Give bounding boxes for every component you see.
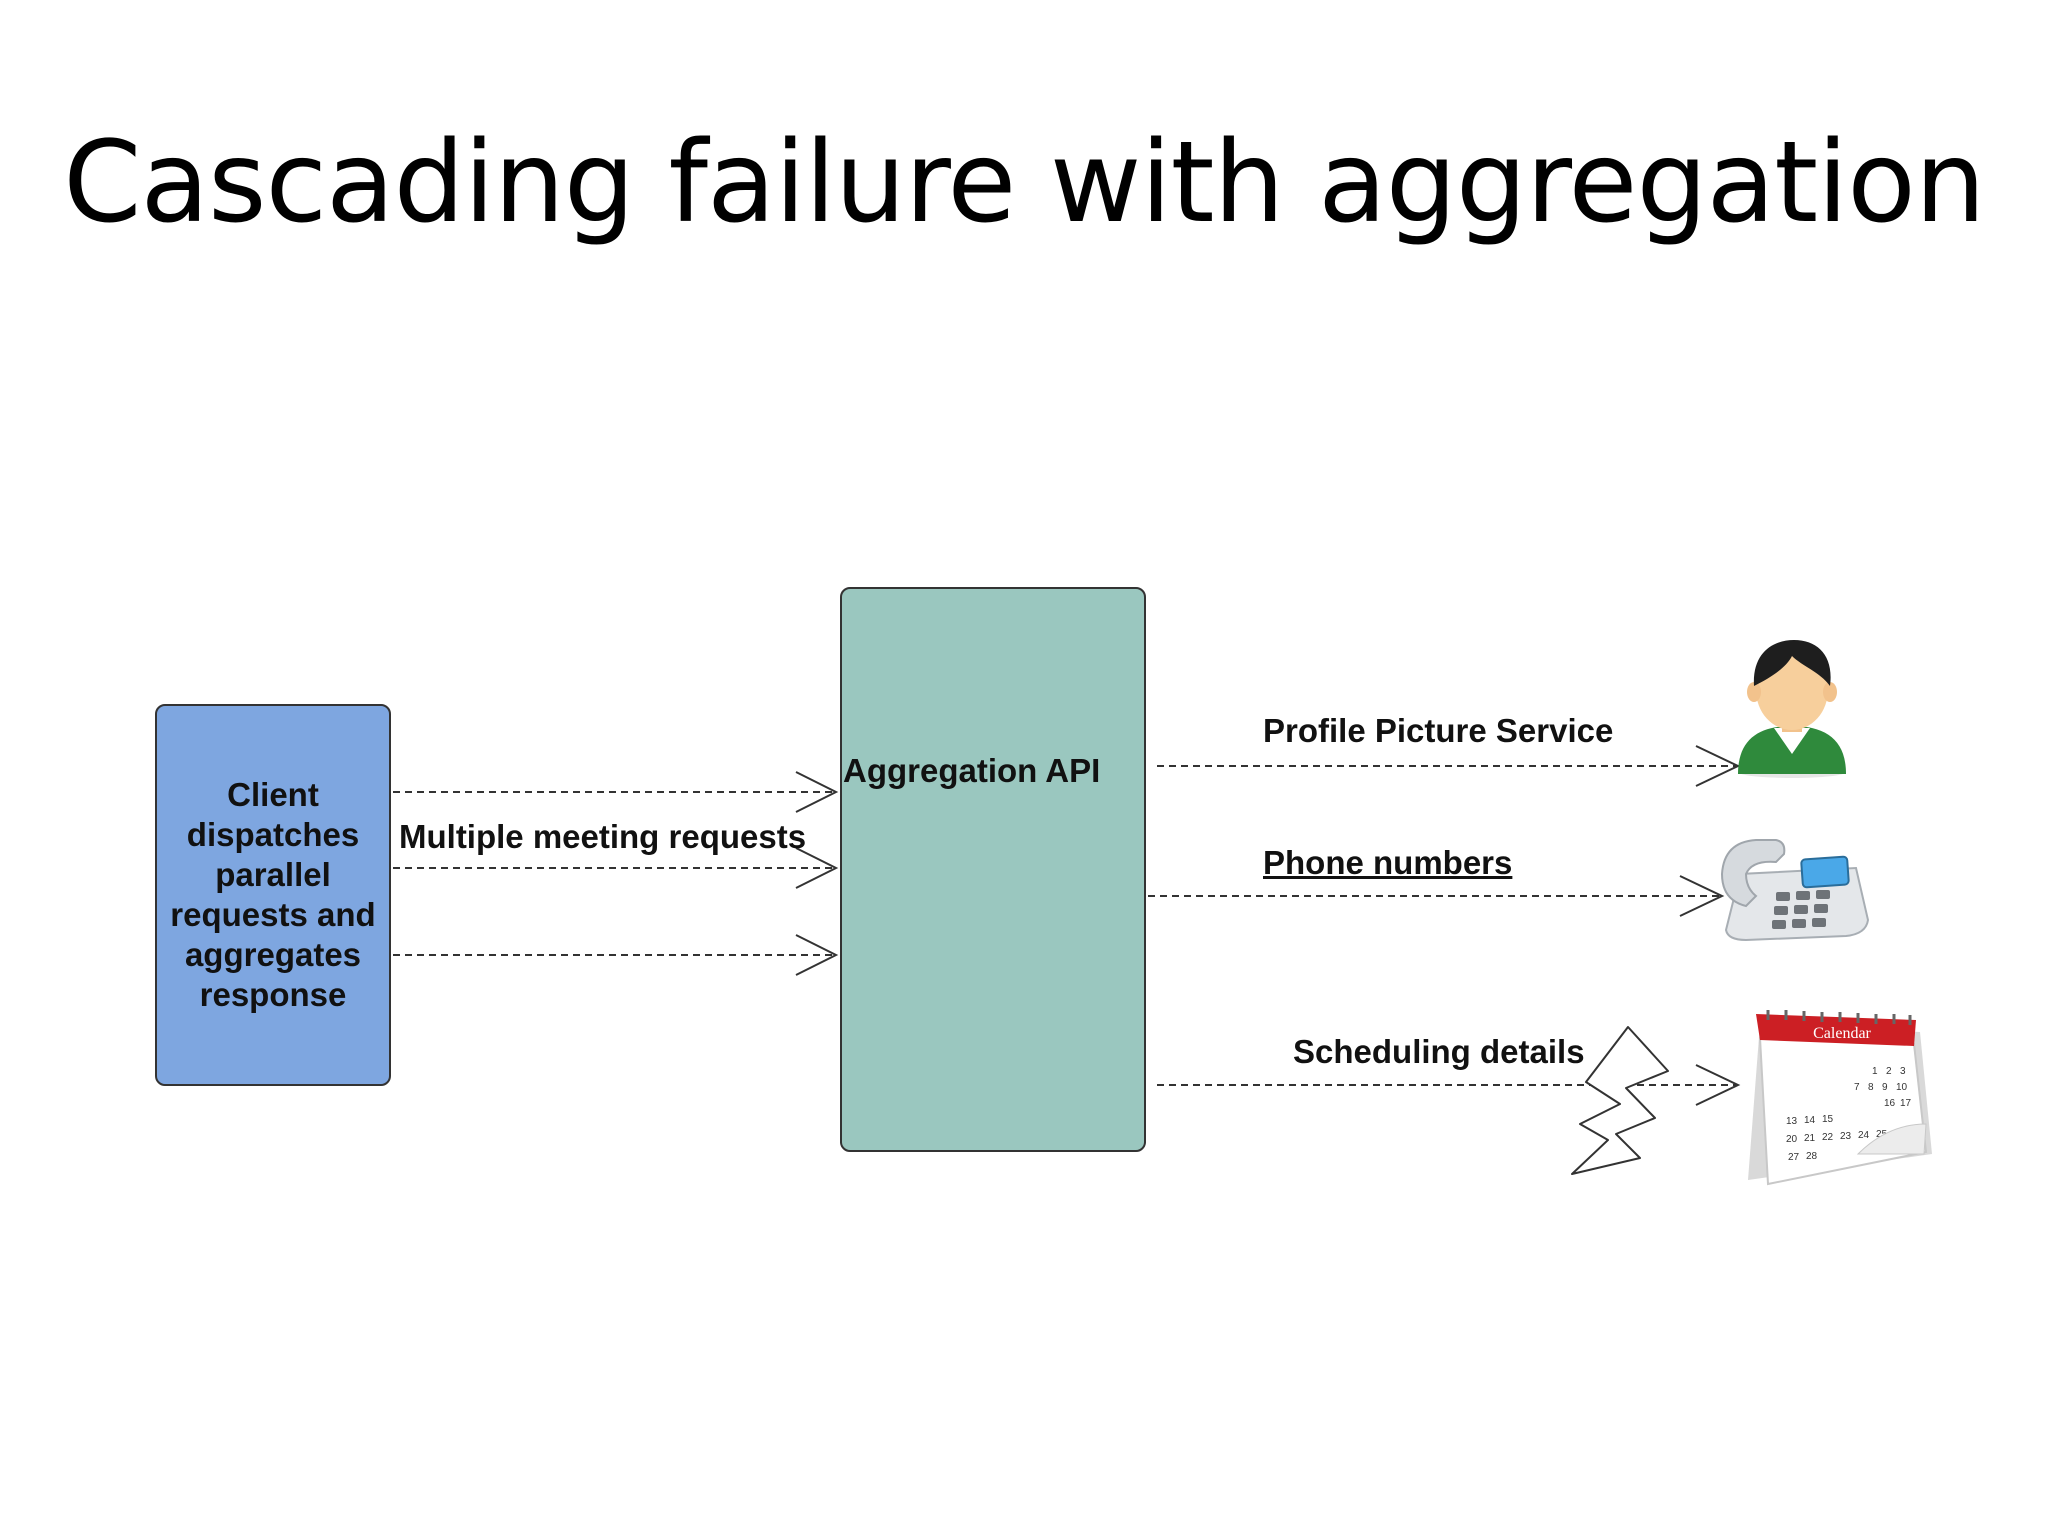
schedule-arrowhead	[1695, 1064, 1741, 1106]
calendar-date: 21	[1804, 1133, 1816, 1144]
calendar-date: 1	[1872, 1066, 1878, 1077]
calendar-date: 16	[1884, 1098, 1896, 1109]
calendar-date: 24	[1858, 1130, 1870, 1141]
phone-arrowhead	[1679, 875, 1725, 917]
calendar-date: 9	[1882, 1082, 1888, 1093]
calendar-date: 17	[1900, 1098, 1912, 1109]
aggregation-api-box	[840, 587, 1146, 1152]
calendar-date: 23	[1840, 1131, 1852, 1142]
calendar-date: 20	[1786, 1134, 1798, 1145]
calendar-date: 2	[1886, 1066, 1892, 1077]
aggregation-api-label: Aggregation API	[843, 752, 1101, 789]
phone-service-label: Phone numbers	[1263, 844, 1513, 881]
slide-title: Cascading failure with aggregation	[63, 118, 1985, 248]
calendar-date: 27	[1788, 1152, 1800, 1163]
calendar-date: 28	[1806, 1151, 1818, 1162]
calendar-date: 13	[1786, 1116, 1798, 1127]
requests-label: Multiple meeting requests	[399, 818, 807, 855]
profile-arrowhead	[1695, 745, 1741, 787]
client-box: Client dispatches parallel requests and …	[155, 704, 391, 1086]
request-arrowhead-1	[795, 771, 839, 813]
user-avatar-icon	[1738, 640, 1846, 778]
client-box-label: Client dispatches parallel requests and …	[170, 776, 376, 1013]
request-arrowhead-3	[795, 934, 839, 976]
calendar-date: 3	[1900, 1066, 1906, 1077]
schedule-service-label: Scheduling details	[1293, 1033, 1585, 1070]
calendar-date: 10	[1896, 1082, 1908, 1093]
calendar-date: 7	[1854, 1082, 1860, 1093]
calendar-date: 8	[1868, 1082, 1874, 1093]
lightning-bolt-icon	[1571, 1026, 1669, 1175]
calendar-date: 14	[1804, 1115, 1816, 1126]
calendar-date: 25	[1876, 1129, 1888, 1140]
calendar-icon: Calendar 1 2 3 7 8 9 10 16 17 13 14 15 2…	[1748, 1010, 1932, 1186]
request-arrowhead-2	[795, 847, 839, 889]
calendar-date: 22	[1822, 1132, 1834, 1143]
desk-phone-icon	[1720, 839, 1870, 942]
calendar-header: Calendar	[1813, 1025, 1871, 1042]
profile-service-label: Profile Picture Service	[1263, 712, 1614, 749]
calendar-date: 15	[1822, 1114, 1834, 1125]
